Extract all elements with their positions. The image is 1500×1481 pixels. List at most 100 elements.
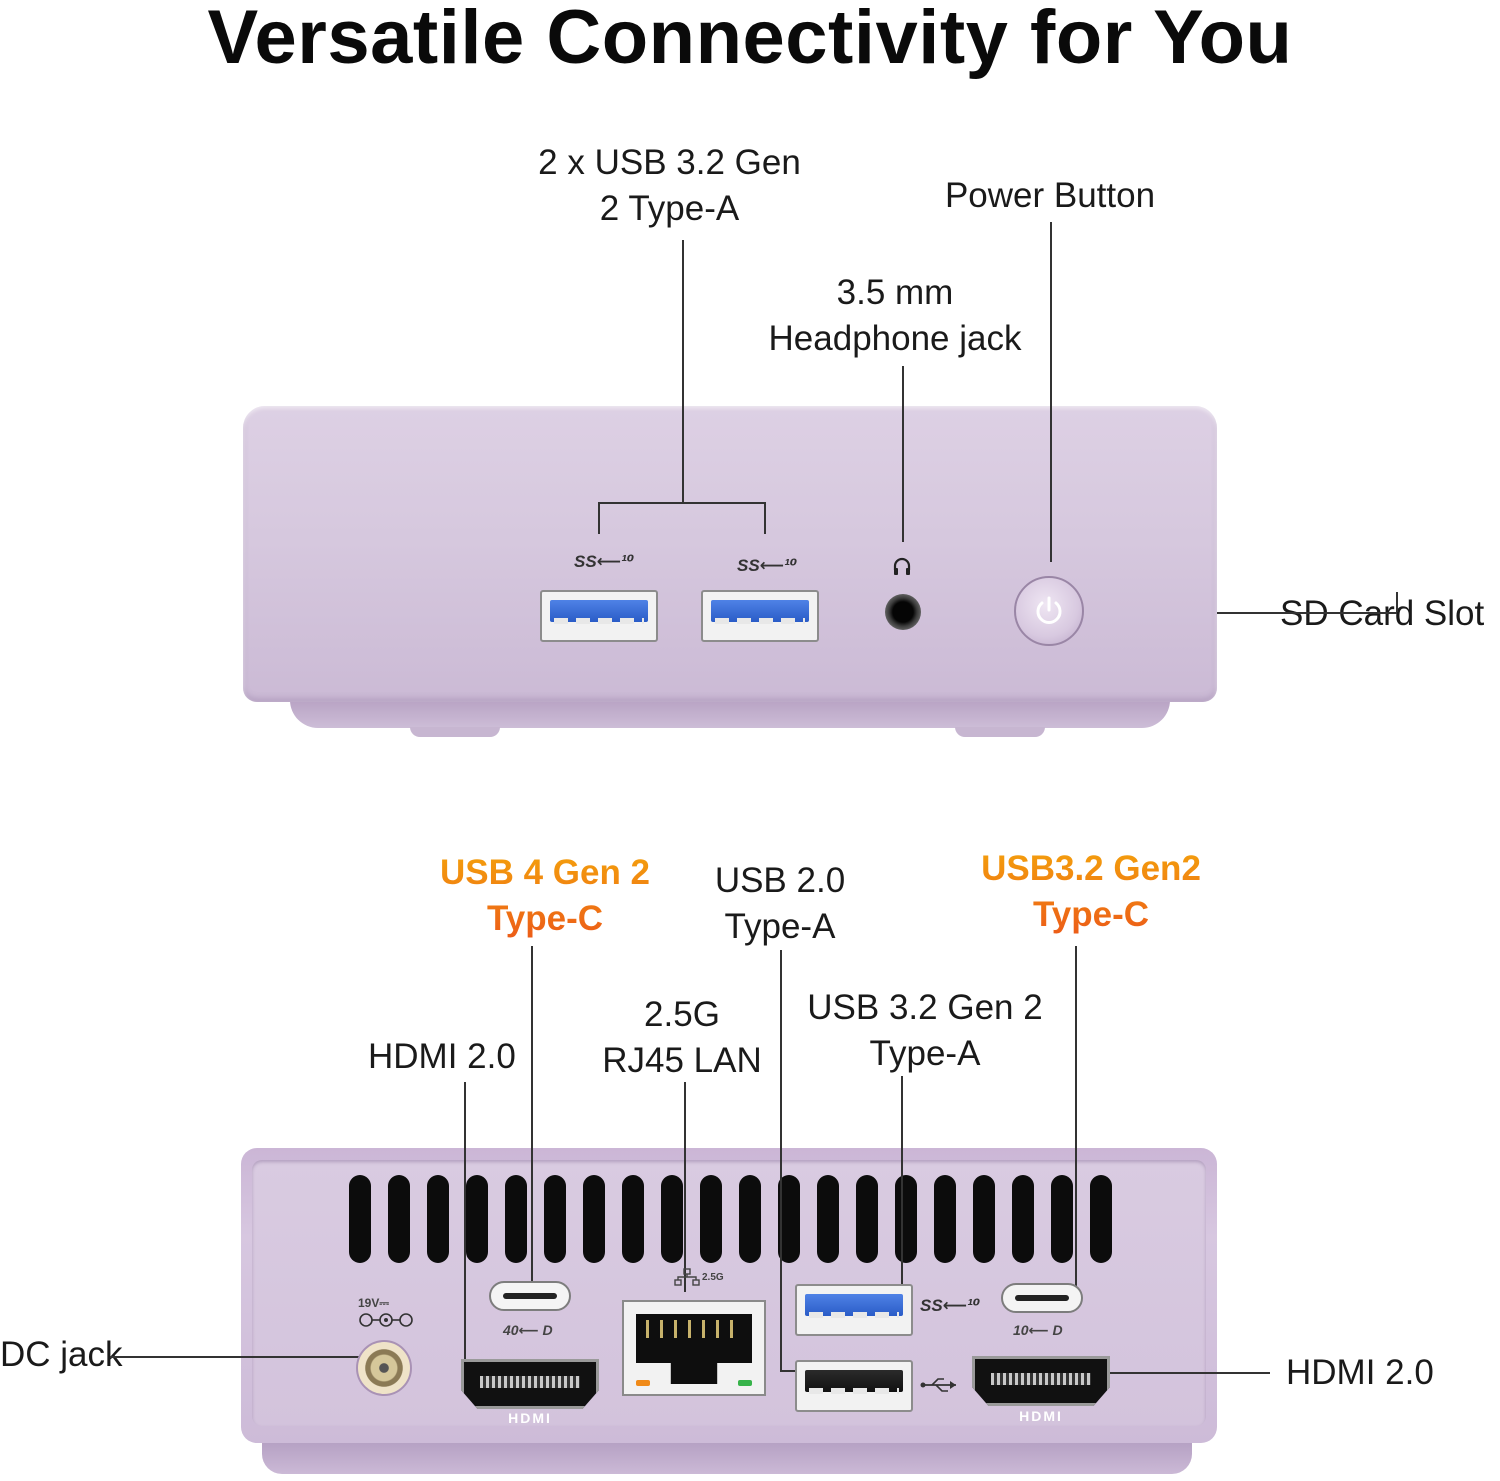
- usb-pins: [809, 1388, 899, 1394]
- usb-ss10-icon: SS⟵¹⁰: [920, 1296, 981, 1315]
- label-line: Type-A: [724, 907, 836, 946]
- lan-led-link: [738, 1380, 752, 1386]
- leader-usb32-bracket: [598, 502, 765, 504]
- hdmi-port-right: [972, 1356, 1110, 1406]
- label-usb32-typea-front: 2 x USB 3.2 Gen 2 Type-A: [512, 140, 827, 232]
- label-hdmi-left: HDMI 2.0: [368, 1037, 516, 1076]
- vent-slot: [739, 1175, 761, 1263]
- rear-device-base: [262, 1440, 1192, 1474]
- label-headphone-jack: 3.5 mm Headphone jack: [745, 270, 1045, 362]
- label-line: USB 4 Gen 2: [439, 853, 651, 892]
- usb-pins: [715, 618, 805, 624]
- vent-slot: [427, 1175, 449, 1263]
- rj45-contacts: [646, 1320, 742, 1338]
- usb4-typec-port: [489, 1281, 571, 1311]
- vent-slot: [505, 1175, 527, 1263]
- vent-slot: [778, 1175, 800, 1263]
- label-usb32-typea-rear: USB 3.2 Gen 2 Type-A: [790, 985, 1060, 1077]
- usb-trident-icon: [920, 1376, 960, 1394]
- vent-slot: [388, 1175, 410, 1263]
- hdmi-contacts: [991, 1373, 1091, 1385]
- power-icon: [1036, 596, 1062, 624]
- usb32-typec-port: [1001, 1283, 1083, 1313]
- vent-slot: [1090, 1175, 1112, 1263]
- hdmi-port-left: [461, 1359, 599, 1409]
- vent-slot: [856, 1175, 878, 1263]
- leader-usb20-hook: [780, 1370, 800, 1372]
- vent-slot: [934, 1175, 956, 1263]
- label-rj45-lan: 2.5G RJ45 LAN: [582, 992, 782, 1084]
- leader-dc-jack: [110, 1356, 362, 1358]
- vent-slot: [895, 1175, 917, 1263]
- leader-usb32-left: [598, 502, 600, 534]
- vent-slot: [583, 1175, 605, 1263]
- label-dc-jack: DC jack: [0, 1335, 123, 1374]
- dc-polarity-icon: [358, 1312, 414, 1328]
- usb-tongue: [805, 1294, 903, 1316]
- usb-tongue: [550, 600, 648, 622]
- leader-usb32a: [901, 1076, 903, 1288]
- label-usb20-typea: USB 2.0 Type-A: [690, 858, 870, 950]
- label-line: 2 x USB 3.2 Gen: [538, 143, 801, 182]
- power-button[interactable]: [1014, 576, 1084, 646]
- label-line: USB 3.2 Gen 2: [807, 988, 1043, 1027]
- dc-voltage-mark: 19V⎓: [358, 1296, 389, 1310]
- label-line: RJ45 LAN: [602, 1041, 762, 1080]
- vent-slot: [1051, 1175, 1073, 1263]
- usb-pins: [554, 618, 644, 624]
- leader-usb32-right: [764, 502, 766, 534]
- vent-slot: [817, 1175, 839, 1263]
- front-device-base: [290, 700, 1170, 728]
- leader-hdmi-right: [1090, 1372, 1270, 1374]
- leader-usb4: [531, 946, 533, 1286]
- usbc-slot: [1015, 1295, 1069, 1301]
- label-sd-card-slot: SD Card Slot: [1280, 594, 1485, 633]
- usb20-typea-port: [795, 1360, 913, 1412]
- vent-slot: [661, 1175, 683, 1263]
- label-line: Type-C: [1032, 895, 1150, 934]
- label-usb4-typec: USB 4 Gen 2 Type-C: [420, 850, 670, 942]
- label-line: 2 Type-A: [599, 189, 740, 228]
- leader-power: [1050, 222, 1052, 562]
- hdmi-contacts: [480, 1376, 580, 1388]
- usb4-40gbps-icon: 40⟵ D: [503, 1322, 553, 1338]
- front-foot-right: [955, 727, 1045, 737]
- headphone-icon: [891, 556, 913, 578]
- hdmi-logo-icon: HDMI: [508, 1410, 552, 1426]
- hdmi-logo-icon: HDMI: [1019, 1408, 1063, 1424]
- headphone-jack: [885, 594, 921, 630]
- vent-slot: [973, 1175, 995, 1263]
- leader-sd-card: [1217, 612, 1397, 614]
- front-foot-left: [410, 727, 500, 737]
- label-line: Type-A: [869, 1034, 981, 1073]
- label-line: 2.5G: [644, 995, 720, 1034]
- label-line: 3.5 mm: [836, 273, 954, 312]
- front-device-body: [243, 406, 1217, 702]
- label-power-button: Power Button: [944, 176, 1156, 215]
- page-title: Versatile Connectivity for You: [207, 0, 1293, 80]
- usb32-typea-port-1: [540, 590, 658, 642]
- vent-slot: [700, 1175, 722, 1263]
- network-icon: [674, 1268, 700, 1286]
- rj45-lan-port: [622, 1300, 766, 1396]
- leader-headphone: [902, 366, 904, 542]
- dc-jack-port: [356, 1340, 412, 1396]
- lan-speed-mark: 2.5G: [702, 1272, 724, 1283]
- leader-lan: [684, 1082, 686, 1292]
- label-hdmi-right: HDMI 2.0: [1286, 1353, 1434, 1392]
- usb-tongue: [711, 600, 809, 622]
- label-usb32-typec: USB3.2 Gen2 Type-C: [960, 846, 1222, 938]
- vent-slot: [622, 1175, 644, 1263]
- vent-slot: [349, 1175, 371, 1263]
- usb-pins: [809, 1312, 899, 1318]
- label-line: USB3.2 Gen2: [981, 849, 1201, 888]
- usb-ss10-icon: SS⟵¹⁰: [737, 556, 798, 575]
- usbc-slot: [503, 1293, 557, 1299]
- label-line: Type-C: [486, 899, 604, 938]
- label-line: USB 2.0: [714, 861, 846, 900]
- lan-led-activity: [636, 1380, 650, 1386]
- vent-slot: [466, 1175, 488, 1263]
- usb-ss10-icon: SS⟵¹⁰: [574, 552, 635, 571]
- vent-slot: [544, 1175, 566, 1263]
- leader-usb32-front: [682, 240, 684, 502]
